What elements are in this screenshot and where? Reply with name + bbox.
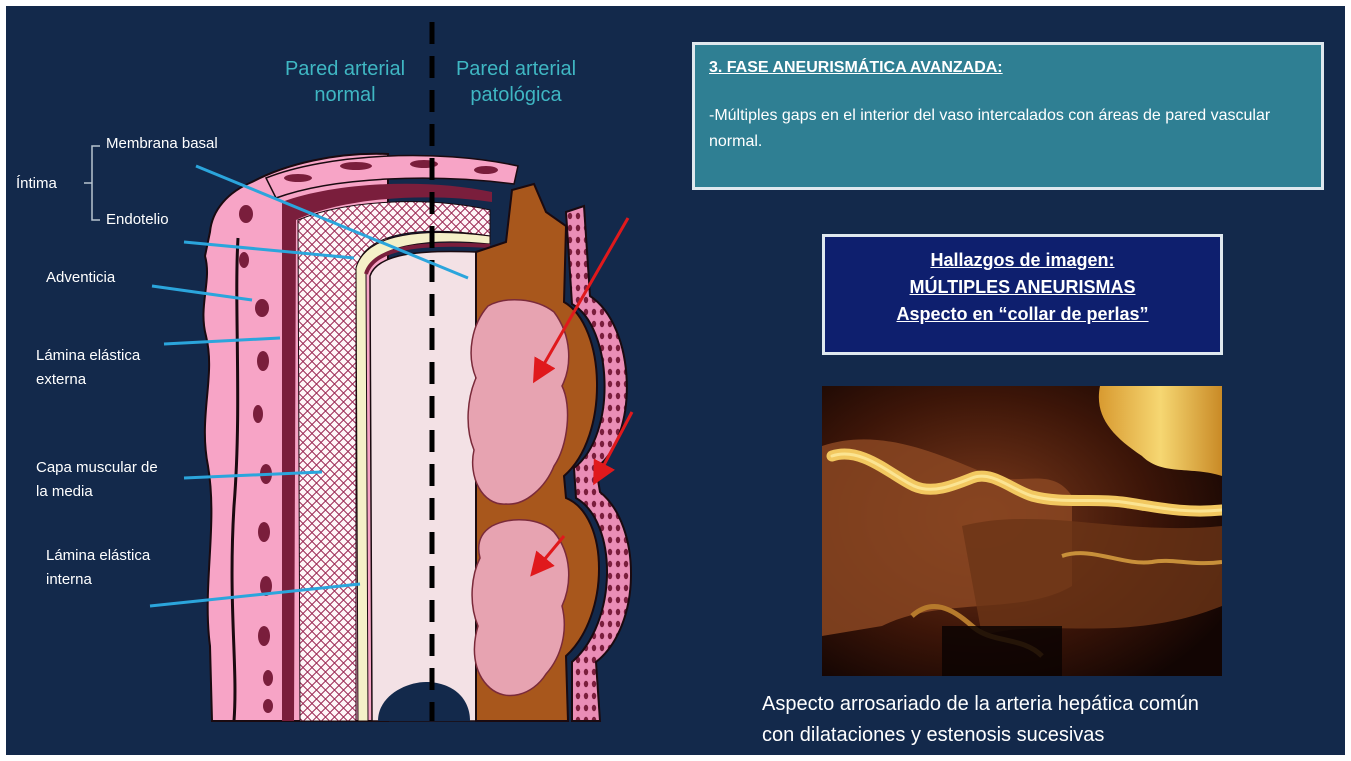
column-label-normal-line2: normal — [268, 82, 422, 108]
intima-bracket — [84, 146, 100, 220]
column-label-normal-line1: Pared arterial — [268, 56, 422, 82]
label-intima: Íntima — [16, 172, 57, 196]
label-endotelio: Endotelio — [106, 208, 169, 232]
column-label-pathologic: Pared arterial patológica — [440, 56, 592, 108]
caption-line-2: con dilataciones y estenosis sucesivas — [762, 720, 1199, 751]
findings-box: Hallazgos de imagen: MÚLTIPLES ANEURISMA… — [822, 234, 1223, 355]
caption-line-1: Aspecto arrosariado de la arteria hepáti… — [762, 689, 1199, 720]
phase-title: 3. FASE ANEURISMÁTICA AVANZADA: — [709, 59, 1307, 77]
column-label-normal: Pared arterial normal — [268, 56, 422, 108]
slide: Pared arterial normal Pared arterial pat… — [6, 6, 1345, 755]
label-lamina-interna-line1: Lámina elástica — [46, 544, 150, 568]
caption: Aspecto arrosariado de la arteria hepáti… — [762, 689, 1199, 751]
label-membrana-basal: Membrana basal — [106, 132, 218, 156]
label-capa-muscular-line1: Capa muscular de — [36, 456, 158, 480]
column-label-pathologic-line2: patológica — [440, 82, 592, 108]
label-capa-muscular: Capa muscular de la media — [36, 456, 158, 504]
phase-text: -Múltiples gaps en el interior del vaso … — [709, 103, 1307, 155]
label-lamina-externa-line2: externa — [36, 368, 140, 392]
label-capa-muscular-line2: la media — [36, 480, 158, 504]
angiography-3d-image — [822, 386, 1222, 676]
findings-line-1: Hallazgos de imagen: — [825, 247, 1220, 274]
findings-line-2: MÚLTIPLES ANEURISMAS — [825, 274, 1220, 301]
label-lamina-externa-line1: Lámina elástica — [36, 344, 140, 368]
label-lamina-externa: Lámina elástica externa — [36, 344, 140, 392]
label-lamina-interna: Lámina elástica interna — [46, 544, 150, 592]
column-label-pathologic-line1: Pared arterial — [440, 56, 592, 82]
label-lamina-interna-line2: interna — [46, 568, 150, 592]
lumen — [370, 251, 476, 721]
label-adventicia: Adventicia — [46, 266, 115, 290]
phase-box: 3. FASE ANEURISMÁTICA AVANZADA: -Múltipl… — [692, 42, 1324, 190]
findings-line-3: Aspecto en “collar de perlas” — [825, 301, 1220, 328]
